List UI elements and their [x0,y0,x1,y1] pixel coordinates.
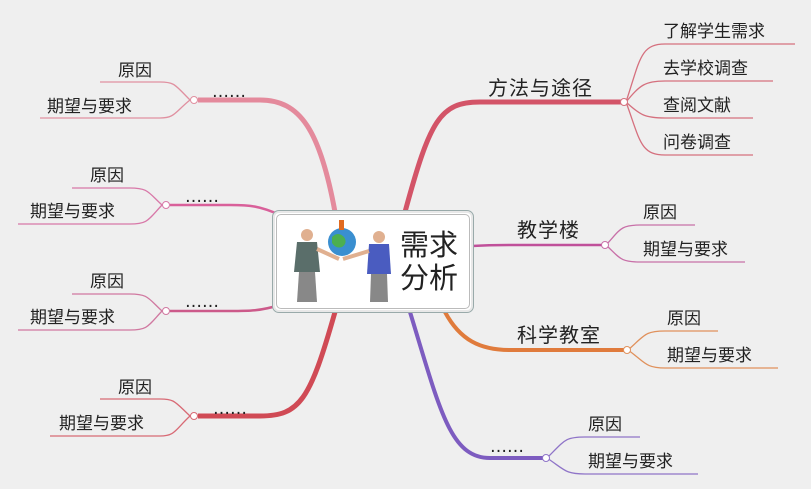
subtopic[interactable]: 去学校调查 [663,59,748,79]
branch-more-right [408,311,543,460]
node-connector[interactable] [162,201,170,209]
topic-left-3[interactable]: …… [185,292,219,312]
subtopic[interactable]: 原因 [667,309,701,329]
node-connector[interactable] [162,307,170,315]
subtopic[interactable]: 期望与要求 [59,414,144,434]
central-topic[interactable]: 需求分析 [272,210,474,313]
topic-more-right[interactable]: …… [490,437,524,457]
node-connector[interactable] [601,241,609,249]
topic-building[interactable]: 教学楼 [517,218,580,242]
subtopic[interactable]: 期望与要求 [643,240,728,260]
node-connector[interactable] [542,454,550,462]
subtopic[interactable]: 原因 [90,166,124,186]
subtopic[interactable]: 原因 [90,272,124,292]
topic-left-2[interactable]: …… [185,187,219,207]
subtopic[interactable]: 期望与要求 [47,97,132,117]
subtopic[interactable]: 原因 [118,378,152,398]
subtopic[interactable]: 原因 [118,61,152,81]
subtopic[interactable]: 查阅文献 [663,96,731,116]
topic-science-classroom[interactable]: 科学教室 [517,323,601,347]
node-connector[interactable] [190,412,198,420]
subtopic[interactable]: 了解学生需求 [663,22,765,42]
subtopic[interactable]: 期望与要求 [667,346,752,366]
subtopic[interactable]: 期望与要求 [588,452,673,472]
node-connector[interactable] [623,346,631,354]
subtopic[interactable]: 期望与要求 [30,202,115,222]
node-connector[interactable] [620,98,628,106]
branch-science [443,311,624,352]
subtopic[interactable]: 原因 [643,203,677,223]
central-topic-frame [276,214,470,309]
branch-methods [402,99,622,213]
subtopic[interactable]: 期望与要求 [30,308,115,328]
branch-building [471,243,602,248]
topic-left-1[interactable]: …… [212,82,246,102]
branch-left-4 [198,311,338,419]
topic-methods[interactable]: 方法与途径 [488,76,593,100]
topic-left-4[interactable]: …… [213,399,247,419]
subtopic[interactable]: 原因 [588,415,622,435]
handshake-globe-icon [294,220,391,302]
branch-methods-children [625,43,795,156]
node-connector[interactable] [190,96,198,104]
branch-left-1 [198,97,338,213]
central-topic-title: 需求分析 [400,228,459,295]
subtopic[interactable]: 问卷调查 [663,133,731,153]
